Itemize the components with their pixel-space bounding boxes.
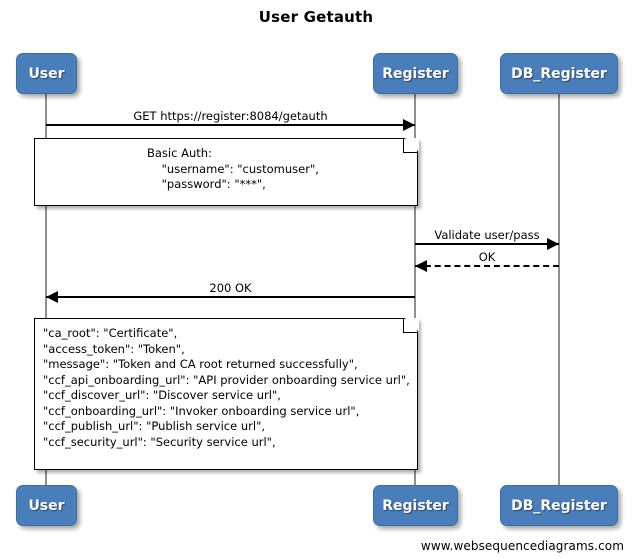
note-line: Basic Auth: [147, 146, 212, 160]
note-fold-cut [404, 137, 419, 152]
note-body: "ca_root": "Certificate","access_token":… [35, 319, 417, 456]
message-label-validate-user-pass: Validate user/pass [434, 228, 540, 242]
note-line: "ccf_publish_url": "Publish service url"… [43, 419, 266, 433]
lifeline-user [45, 94, 47, 485]
note-basic-auth-note: Basic Auth: "username": "customuser", "p… [34, 137, 419, 206]
message-label-get-auth: GET https://register:8084/getauth [133, 109, 328, 123]
note-line: "access_token": "Token", [43, 341, 185, 356]
arrowhead-get-auth [403, 119, 415, 131]
page-title: User Getauth [258, 8, 374, 26]
arrowhead-validate-user-pass [547, 238, 559, 250]
watermark-footer: www.websequencediagrams.com [420, 539, 624, 553]
note-fold-corner-icon [403, 137, 419, 153]
message-label-ok: OK [478, 250, 496, 264]
note-line: "ca_root": "Certificate", [43, 326, 178, 340]
note-line: "message": "Token and CA root returned s… [43, 357, 358, 371]
note-line: "ccf_discover_url": "Discover service ur… [43, 388, 281, 402]
message-line-validate-user-pass [415, 243, 559, 245]
note-body: Basic Auth: "username": "customuser", "p… [35, 139, 417, 199]
actor-db_register-bottom[interactable]: DB_Register [500, 485, 618, 526]
actor-register-top[interactable]: Register [373, 53, 458, 94]
actor-label: DB_Register [511, 497, 607, 514]
note-fold-corner-icon [403, 317, 419, 333]
actor-label: Register [382, 65, 449, 82]
actor-label: Register [382, 497, 449, 514]
actor-user-top[interactable]: User [16, 53, 77, 94]
message-line-ok [415, 265, 559, 267]
lifeline-register [414, 94, 416, 485]
message-label-200-ok: 200 OK [209, 281, 252, 295]
actor-user-bottom[interactable]: User [16, 485, 77, 526]
note-line: "password": "***", [147, 177, 266, 191]
lifeline-db_register [558, 94, 560, 485]
actor-label: User [28, 65, 65, 82]
message-line-200-ok [46, 296, 415, 298]
note-line: "username": "customuser", [147, 161, 319, 176]
actor-label: DB_Register [511, 65, 607, 82]
note-line: "ccf_api_onboarding_url": "API provider … [43, 372, 410, 387]
arrowhead-ok [415, 260, 427, 272]
note-response-payload-note: "ca_root": "Certificate","access_token":… [34, 317, 419, 470]
arrowhead-200-ok [46, 291, 58, 303]
actor-label: User [28, 497, 65, 514]
note-line: "ccf_security_url": "Security service ur… [43, 434, 276, 449]
note-fold-cut [404, 317, 419, 332]
actor-db_register-top[interactable]: DB_Register [500, 53, 618, 94]
actor-register-bottom[interactable]: Register [373, 485, 458, 526]
note-line: "ccf_onboarding_url": "Invoker onboardin… [43, 403, 360, 418]
message-line-get-auth [46, 124, 415, 126]
